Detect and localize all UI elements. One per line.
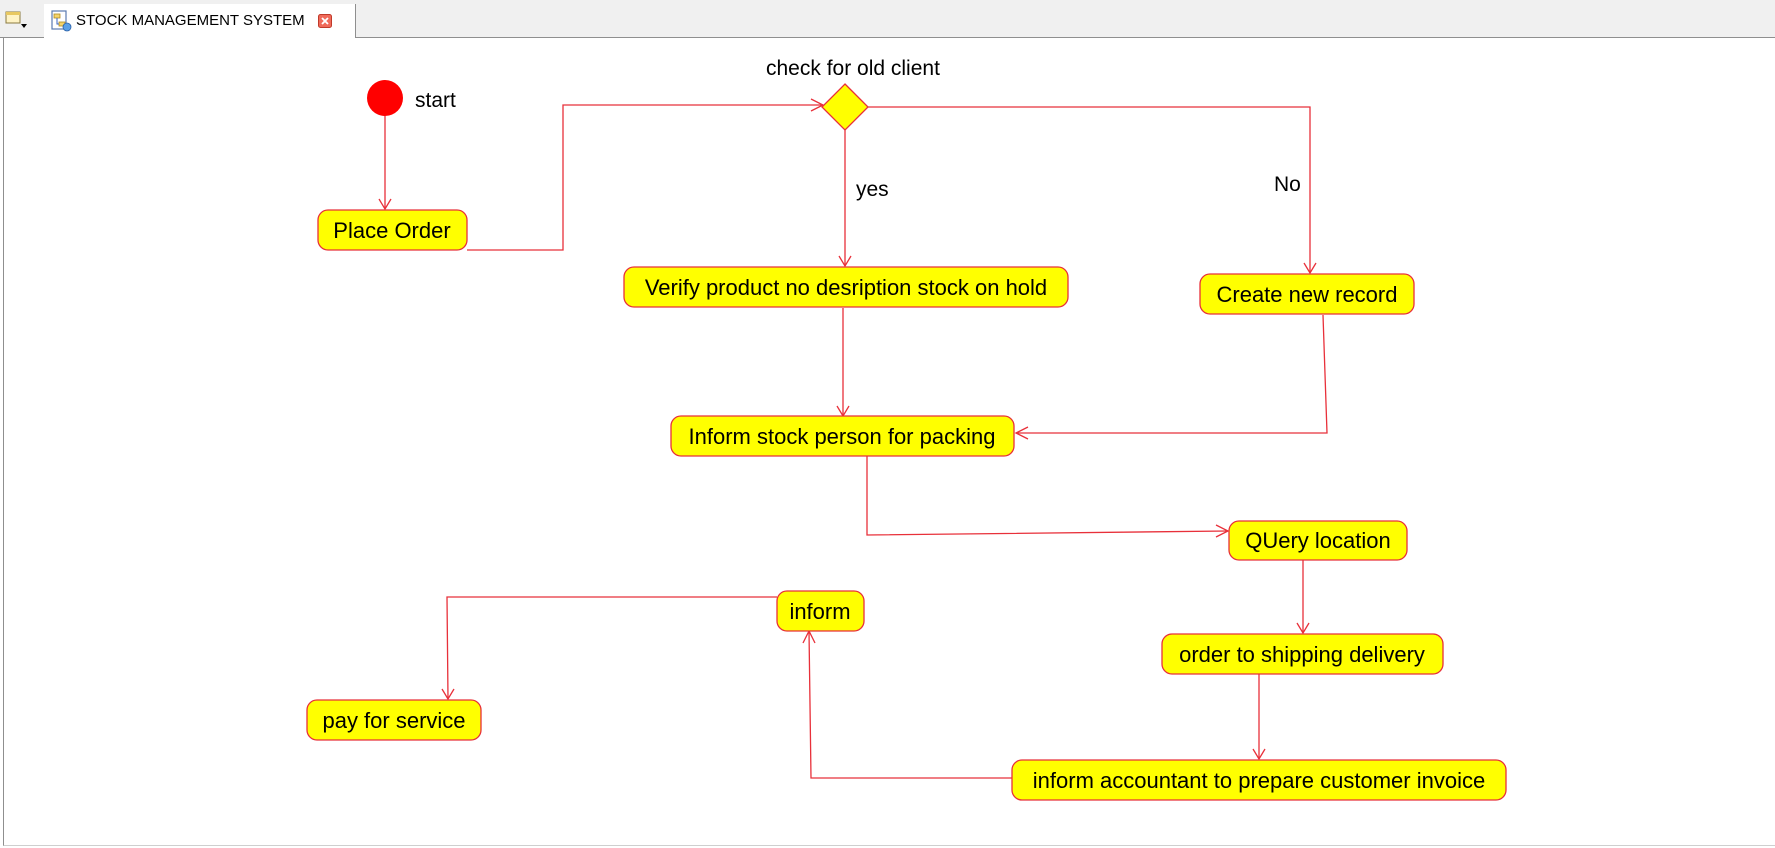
tab-list-menu-icon[interactable] — [4, 8, 30, 30]
flow-accountant-to-inform — [808, 630, 1012, 779]
decision-node[interactable] — [821, 83, 869, 131]
editor-tab-bar: STOCK MANAGEMENT SYSTEM — [0, 0, 1775, 38]
activity-inform-accountant-label: inform accountant to prepare customer in… — [1033, 768, 1485, 793]
activity-inform-stock[interactable] — [670, 415, 1015, 457]
activity-inform-accountant[interactable] — [1011, 759, 1507, 801]
flow-decision-no — [867, 106, 1311, 273]
flow-inform-to-pay — [446, 596, 777, 700]
tab-stock-management-system[interactable]: STOCK MANAGEMENT SYSTEM — [44, 4, 356, 38]
activity-order-shipping-label: order to shipping delivery — [1179, 642, 1425, 667]
flow-inform-stock-to-query — [866, 456, 1229, 536]
guard-no: No — [1274, 173, 1301, 196]
decision-label: check for old client — [766, 57, 940, 80]
activity-inform-stock-label: Inform stock person for packing — [689, 424, 996, 449]
activity-query-location-label: QUery location — [1245, 528, 1391, 553]
diagram-icon — [50, 10, 72, 32]
activity-verify-product[interactable] — [623, 266, 1069, 308]
activity-verify-product-label: Verify product no desription stock on ho… — [645, 275, 1047, 300]
activity-order-shipping[interactable] — [1161, 633, 1444, 675]
activity-create-record[interactable] — [1199, 273, 1415, 315]
flow-place-order-to-decision — [467, 104, 823, 251]
activity-place-order-label: Place Order — [333, 218, 450, 243]
guard-yes: yes — [856, 178, 889, 201]
activity-pay-service[interactable] — [306, 699, 482, 741]
activity-create-record-label: Create new record — [1217, 282, 1398, 307]
start-label: start — [415, 89, 456, 112]
activity-query-location[interactable] — [1228, 520, 1408, 561]
flow-create-to-inform-stock — [1016, 314, 1328, 434]
close-icon[interactable] — [318, 14, 332, 28]
activity-inform-label: inform — [789, 599, 850, 624]
start-node[interactable] — [367, 80, 403, 116]
activity-pay-service-label: pay for service — [322, 708, 465, 733]
activity-place-order[interactable] — [317, 209, 468, 251]
tab-label: STOCK MANAGEMENT SYSTEM — [76, 12, 305, 29]
activity-inform[interactable] — [776, 590, 865, 632]
